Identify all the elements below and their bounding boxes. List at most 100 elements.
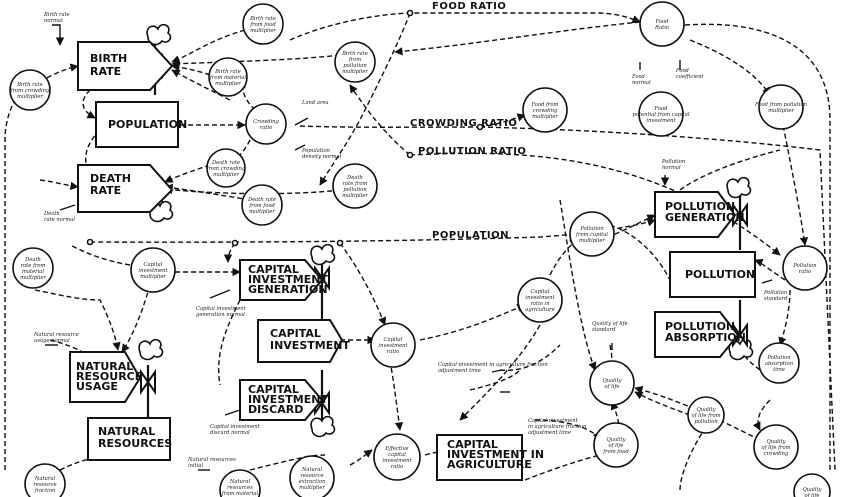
cloud-icon — [138, 338, 164, 361]
capital-investment-generation-box — [239, 259, 324, 301]
stock-label-population: POPULATION — [108, 118, 187, 131]
capital-investment-box — [257, 319, 344, 363]
stock-boxes — [69, 41, 756, 481]
death-rate-box — [77, 164, 174, 213]
pollution-box — [669, 251, 756, 298]
cloud-icon — [146, 23, 172, 46]
capital-investment-discard-box — [239, 379, 324, 421]
const-land-area: Land area — [301, 100, 329, 106]
stock-label-pollution: POLLUTION — [685, 268, 755, 281]
birth-rate-box — [77, 41, 174, 91]
natural-resources-box — [87, 417, 171, 461]
const-capital-agri-adjustment: Capital investment in agriculture fracti… — [438, 362, 548, 374]
food-ratio-label: FOOD RATIO — [432, 1, 506, 12]
population-box — [95, 101, 179, 148]
pollution-generation-box — [654, 191, 737, 238]
link-labels: FOOD RATIO CROWDING RATIO POLLUTION RATI… — [86, 1, 526, 247]
crowding-ratio-label: CROWDING RATIO — [410, 118, 517, 129]
cloud-icon — [726, 176, 752, 199]
constant-connectors — [45, 24, 773, 471]
cloud-icon — [310, 415, 336, 438]
population-link-label: POPULATION — [432, 230, 509, 241]
natural-resource-usage-box — [69, 351, 142, 403]
